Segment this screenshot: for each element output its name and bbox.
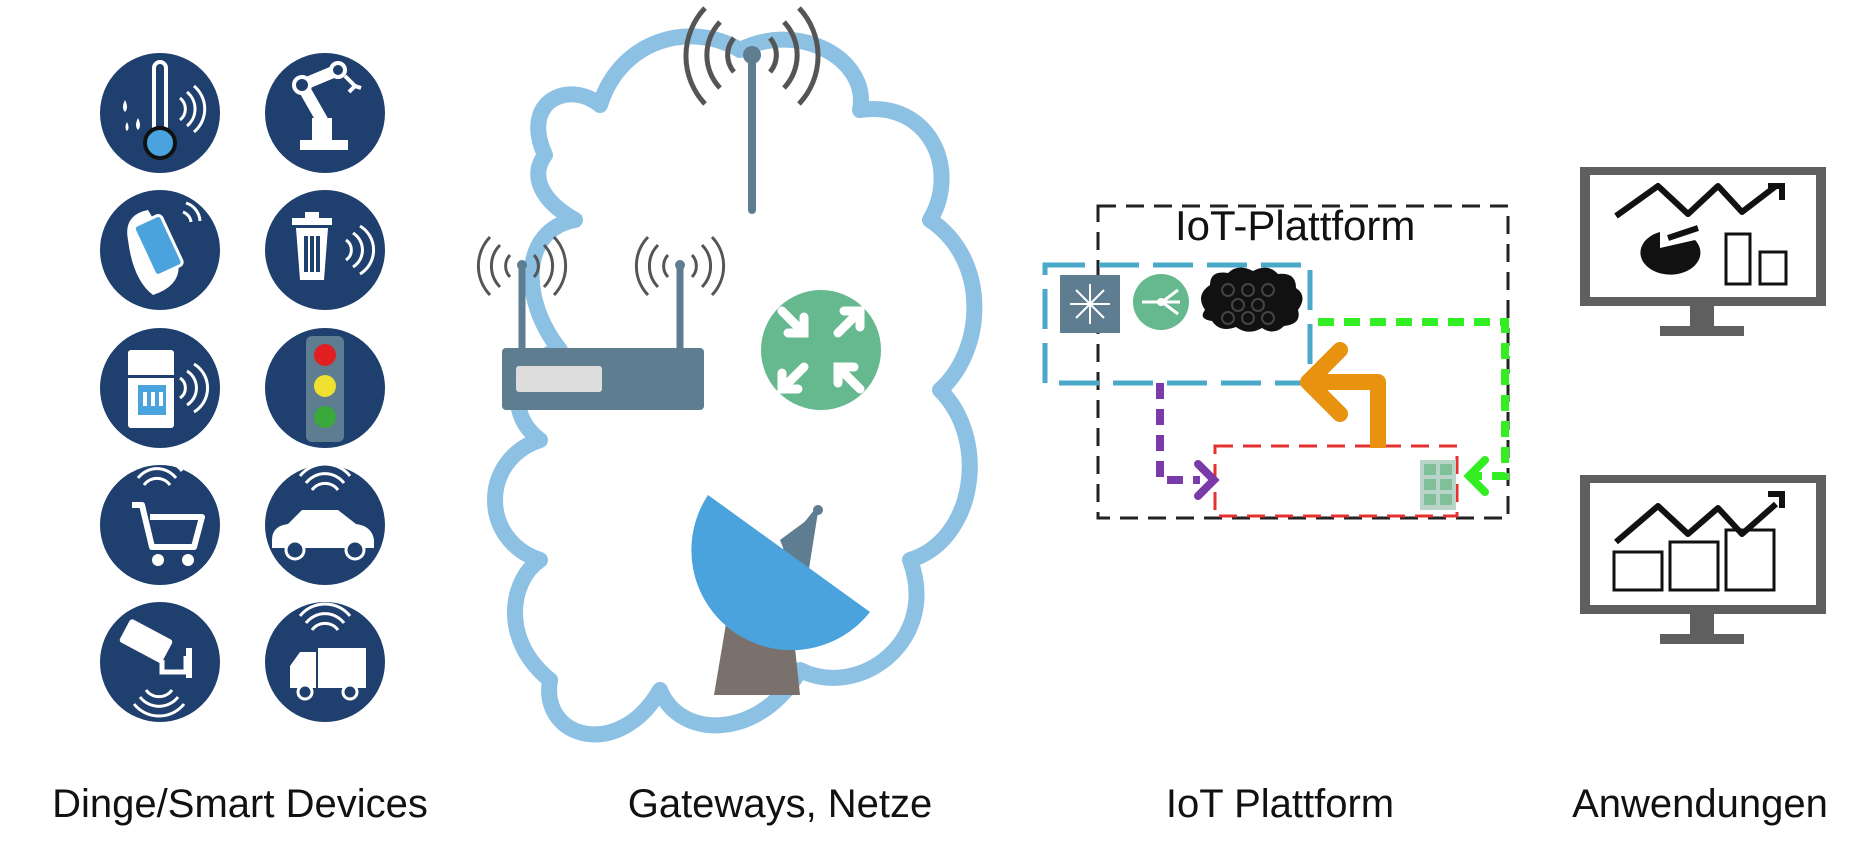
iot-platform-diagram [1042, 204, 1510, 520]
cell-tower-icon [683, 6, 821, 214]
monitor-pie-chart-icon [1580, 167, 1826, 336]
wifi-modem-icon [476, 235, 726, 410]
data-grid-icon [1420, 460, 1456, 510]
router-small-icon [1133, 274, 1189, 330]
shopping-cart-icon [100, 457, 220, 585]
applications [1580, 167, 1826, 644]
fridge-icon [100, 328, 220, 448]
purple-flow-arrow [1156, 383, 1220, 500]
platform-boundary [1096, 204, 1510, 520]
green-flow-arrow [1318, 318, 1509, 496]
trash-bin-icon [265, 190, 385, 310]
thermometer-icon [100, 53, 220, 173]
server-cluster-icon [1201, 267, 1303, 332]
smartphone-hand-icon [100, 190, 220, 310]
security-camera-icon [100, 602, 220, 722]
monitor-bar-chart-icon [1580, 475, 1826, 644]
car-icon [265, 462, 385, 585]
truck-icon [265, 602, 385, 722]
satellite-dish-icon [691, 495, 870, 695]
orange-flow-arrow [1300, 342, 1386, 448]
caption-gateways: Gateways, Netze [627, 782, 933, 826]
device-icon-grid [100, 53, 385, 722]
traffic-light-icon [265, 328, 385, 448]
caption-platform: IoT Plattform [1165, 782, 1395, 826]
gateway-cloud [476, 6, 983, 743]
caption-devices: Dinge/Smart Devices [52, 782, 428, 826]
switch-icon [1060, 275, 1120, 333]
platform-box-title: IoT-Plattform [1175, 202, 1416, 249]
services-box [1042, 262, 1313, 386]
robot-arm-icon [265, 53, 385, 173]
caption-apps: Anwendungen [1572, 782, 1828, 826]
network-router-icon [761, 290, 881, 410]
